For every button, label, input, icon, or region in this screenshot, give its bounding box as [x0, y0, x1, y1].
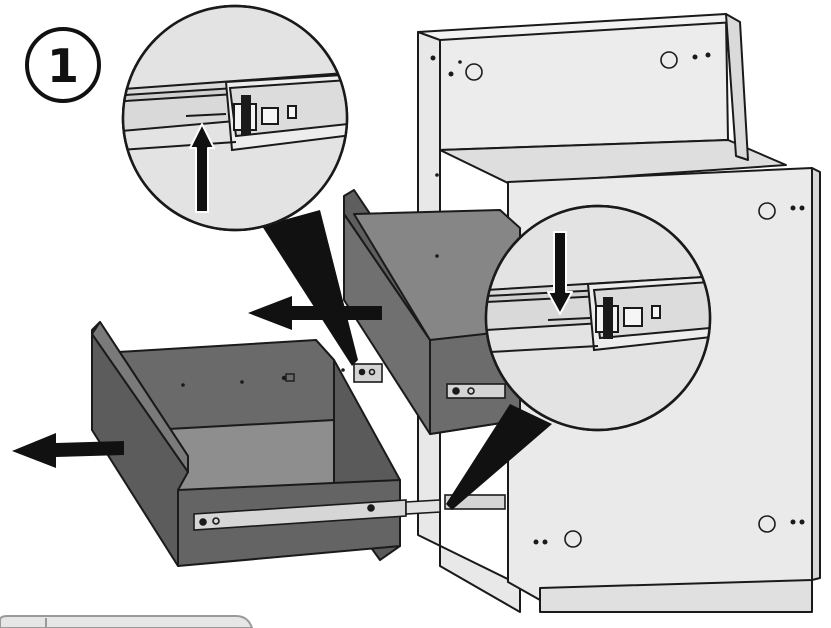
- lower-drawer-left-top: [91, 321, 189, 473]
- cabinet-right-edge: [811, 167, 821, 581]
- left-arrow-icon: [248, 296, 382, 330]
- upper-drawer: [343, 189, 521, 435]
- lower-drawer-slide: [193, 494, 506, 531]
- cabinet-screws: [430, 52, 805, 545]
- zoom-pointer-top: [262, 210, 358, 366]
- down-arrow-icon: [547, 231, 573, 315]
- cabinet-holes: [465, 51, 776, 548]
- step-number: 1: [47, 39, 79, 93]
- cabinet-shelf: [439, 139, 787, 185]
- step-badge: 1: [25, 27, 101, 103]
- up-arrow-icon: [189, 123, 215, 213]
- left-arrow-icon-lower: [12, 433, 124, 468]
- zoom-pointer-bottom: [446, 404, 552, 510]
- upper-drawer-slide: [353, 363, 506, 399]
- zoom-detail-bottom: [484, 204, 712, 432]
- lower-drawer-holes: [181, 368, 345, 387]
- zoom-detail-top: [121, 4, 349, 232]
- upper-drawer-left: [343, 213, 431, 435]
- bottom-edge-tab: [0, 615, 254, 628]
- cabinet-rear-upright: [725, 13, 749, 161]
